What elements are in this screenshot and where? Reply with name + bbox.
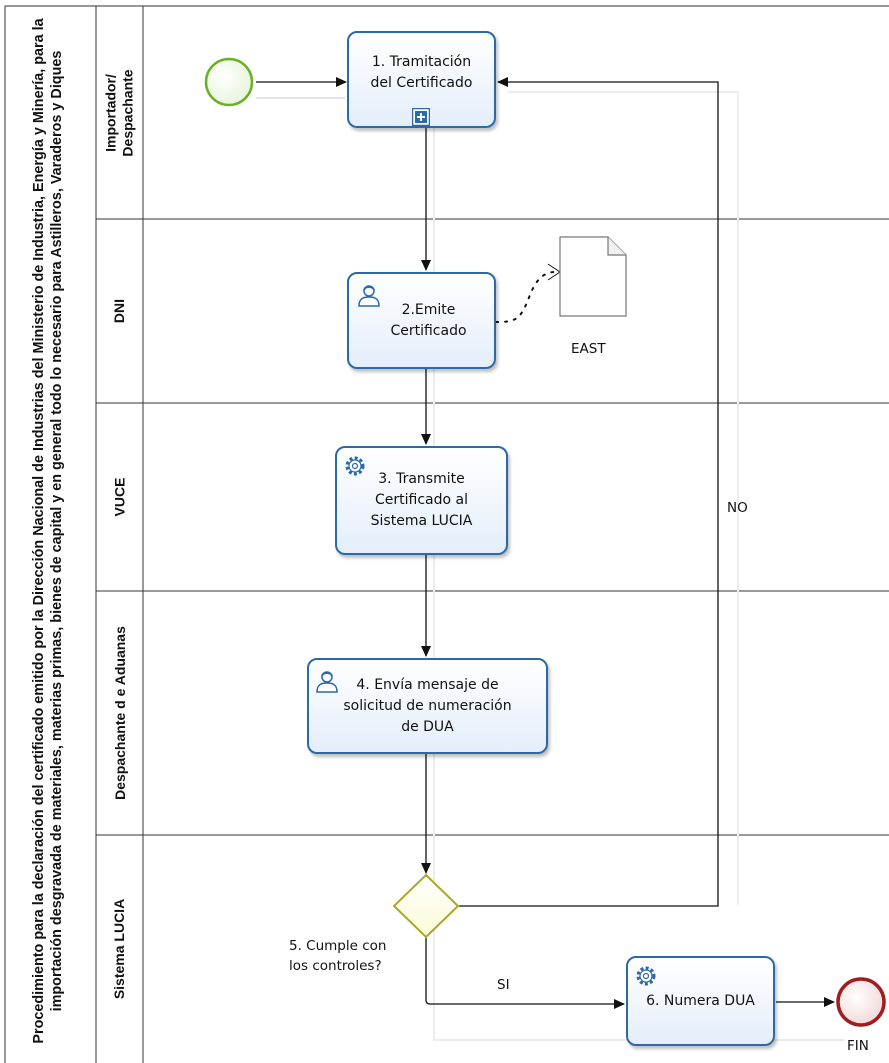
user-task-icon	[316, 671, 338, 693]
flow-label-no: NO	[727, 500, 748, 516]
lane-dni: DNI	[96, 219, 143, 403]
pool-title-cell: Procedimiento para la declaración del ce…	[0, 0, 96, 1063]
task-emite-certificado[interactable]: 2.Emite Certificado	[347, 272, 496, 369]
lane-vuce: VUCE	[96, 403, 143, 591]
task-numera-dua[interactable]: 6. Numera DUA	[626, 956, 775, 1046]
flow-gateway-si	[425, 937, 625, 1009]
lane-despachante-aduanas: Despachante d e Aduanas	[96, 591, 143, 835]
task-label: 2.Emite Certificado	[390, 301, 467, 339]
task-transmite-certificado[interactable]: 3. Transmite Certificado al Sistema LUCI…	[335, 446, 508, 555]
lane-title: DNI	[111, 298, 128, 324]
lane-sistema-lucia: Sistema LUCIA	[96, 835, 143, 1063]
gateway-diamond	[392, 873, 460, 939]
task-label: 3. Transmite Certificado al Sistema LUCI…	[370, 471, 473, 529]
task-label: 4. Envía mensaje de solicitud de numerac…	[343, 676, 512, 735]
document-icon	[559, 236, 627, 317]
flow-gateway-no	[458, 77, 719, 907]
flow-label-si: SI	[497, 977, 510, 993]
gateway-label: 5. Cumple con los controles?	[289, 938, 387, 974]
task-label: 1. Tramitación del Certificado	[370, 53, 473, 91]
service-task-icon	[636, 966, 656, 986]
data-association	[495, 271, 556, 323]
lane-title: Importador/ Despachante	[102, 68, 136, 157]
pool-title: Procedimiento para la declaración del ce…	[31, 18, 65, 1044]
lane-title: Despachante d e Aduanas	[111, 626, 128, 800]
lane-title: VUCE	[111, 477, 128, 517]
pool-border	[4, 5, 889, 1063]
task-envia-mensaje[interactable]: 4. Envía mensaje de solicitud de numerac…	[307, 658, 548, 754]
task-tramitacion-certificado[interactable]: 1. Tramitación del Certificado	[347, 31, 496, 128]
service-task-icon	[345, 456, 365, 476]
task-label: 6. Numera DUA	[646, 992, 755, 1009]
end-event-label: FIN	[847, 1038, 869, 1054]
user-task-icon	[358, 285, 380, 307]
lane-title: Sistema LUCIA	[111, 898, 128, 1000]
start-event-icon	[204, 57, 254, 107]
subprocess-plus-icon[interactable]	[412, 108, 430, 126]
end-event-icon	[836, 977, 886, 1027]
lane-importador: Importador/ Despachante	[96, 6, 143, 219]
document-label: EAST	[571, 341, 606, 357]
